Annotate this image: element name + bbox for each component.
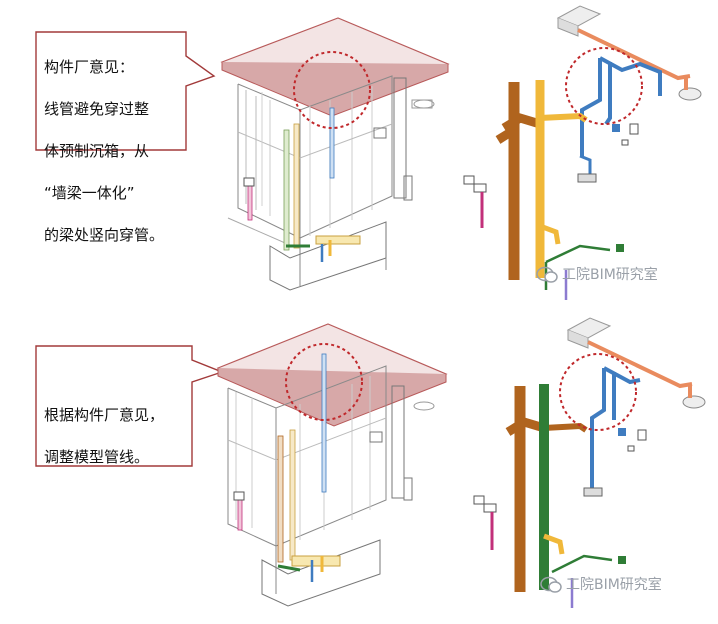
top-callout-line: 体预制沉箱，从 xyxy=(44,142,150,160)
top-panel xyxy=(35,5,702,300)
top-pipe-model xyxy=(463,5,702,300)
bottom-callout-line: 根据构件厂意见， xyxy=(44,406,165,424)
wechat-icon xyxy=(540,576,562,593)
top-callout-text: 构件厂意见： 线管避免穿过整 体预制沉箱，从 “墙梁一体化” 的梁处竖向穿管。 xyxy=(44,36,184,267)
bottom-callout-text: 根据构件厂意见， 调整模型管线。 xyxy=(44,384,190,489)
bottom-pipe-model xyxy=(473,317,706,608)
top-right-highlight-circle xyxy=(565,47,643,125)
bottom-right-highlight-circle xyxy=(559,353,637,431)
bottom-panel xyxy=(35,317,706,608)
top-callout-line: 的梁处竖向穿管。 xyxy=(44,226,165,244)
top-module-model xyxy=(220,17,450,291)
watermark-text: 工院BIM研究室 xyxy=(566,577,662,593)
bottom-module-model xyxy=(216,323,448,607)
top-callout-line: “墙梁一体化” xyxy=(44,184,135,202)
bottom-callout xyxy=(35,345,225,467)
top-callout-line: 线管避免穿过整 xyxy=(44,100,150,118)
bottom-callout-line: 调整模型管线。 xyxy=(44,448,150,466)
bottom-left-highlight-circle xyxy=(285,343,363,421)
watermark-text: 工院BIM研究室 xyxy=(562,267,658,283)
top-callout-line: 构件厂意见： xyxy=(44,58,135,76)
top-callout xyxy=(35,31,216,151)
wechat-icon xyxy=(536,266,558,283)
top-left-highlight-circle xyxy=(293,51,371,129)
